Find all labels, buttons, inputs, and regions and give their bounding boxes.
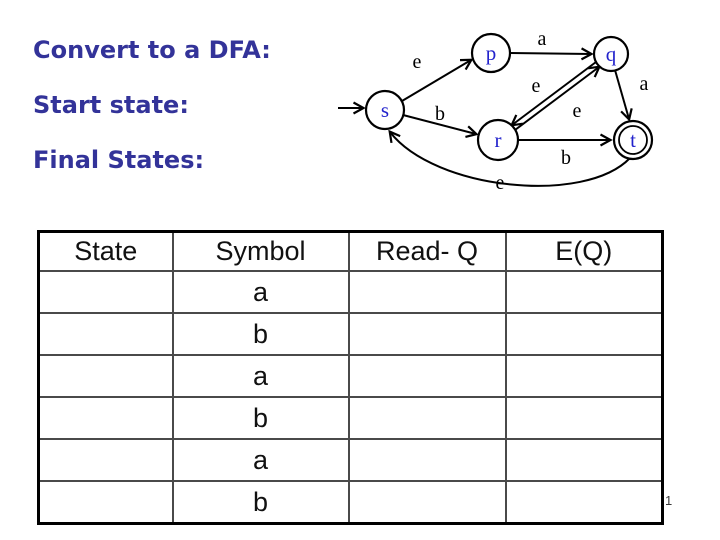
table-row: a [37, 438, 664, 482]
table-row: a [37, 354, 664, 398]
edge-label-r-t: b [561, 147, 571, 169]
header-state: State [37, 230, 174, 272]
edge-q-r [509, 61, 597, 127]
edge-label-q-t: a [640, 73, 649, 95]
cell-e-q [504, 312, 664, 356]
cell-state [37, 438, 174, 482]
page-number: 1 [665, 493, 673, 508]
cell-e-q [504, 270, 664, 314]
table-header-row: State Symbol Read- Q E(Q) [37, 230, 664, 272]
edge-s-r [402, 114, 479, 138]
cell-symbol: b [171, 480, 350, 525]
table-row: b [37, 396, 664, 440]
header-symbol: Symbol [171, 230, 350, 272]
cell-e-q [504, 396, 664, 440]
cell-state [37, 354, 174, 398]
cell-state [37, 312, 174, 356]
edge-r-q [514, 65, 602, 131]
edge-label-s-p: e [413, 51, 422, 73]
state-label-r: r [495, 128, 502, 152]
title-line-start-state: Start state: [33, 91, 189, 119]
cell-state [37, 270, 174, 314]
state-circle-s [364, 89, 406, 131]
edge-label-p-q: a [538, 28, 547, 50]
state-label-q: q [606, 42, 617, 66]
state-label-p: p [486, 41, 497, 65]
edge-t-s-curve [388, 129, 631, 187]
edge-label-s-r: b [435, 103, 445, 125]
title-block: Convert to a DFA: Start state: Final Sta… [33, 36, 271, 201]
cell-symbol: b [171, 396, 350, 440]
table-row: a [37, 270, 664, 314]
cell-read-q [347, 396, 507, 440]
header-e-q: E(Q) [504, 230, 664, 272]
cell-symbol: a [171, 438, 350, 482]
nfa-diagram: s p q r t e a e e a b b e [338, 28, 654, 194]
cell-read-q [347, 438, 507, 482]
edge-s-p [401, 58, 474, 102]
edge-q-t [614, 69, 633, 122]
edge-label-q-r: e [532, 75, 541, 97]
cell-e-q [504, 438, 664, 482]
title-line-final-states: Final States: [33, 146, 205, 174]
cell-symbol: a [171, 270, 350, 314]
state-circle-r [476, 118, 520, 162]
cell-e-q [504, 480, 664, 525]
cell-state [37, 480, 174, 525]
cell-e-q [504, 354, 664, 398]
transition-table: State Symbol Read- Q E(Q) a b [37, 230, 664, 525]
table-row: b [37, 312, 664, 356]
edge-label-r-q: e [573, 100, 582, 122]
state-circle-q [592, 35, 630, 73]
cell-read-q [347, 270, 507, 314]
transition-table-wrap: State Symbol Read- Q E(Q) a b [37, 230, 664, 525]
state-label-t: t [630, 128, 636, 152]
state-label-s: s [381, 98, 389, 122]
cell-read-q [347, 480, 507, 525]
cell-read-q [347, 354, 507, 398]
cell-state [37, 396, 174, 440]
title-line-convert: Convert to a DFA: [33, 36, 271, 64]
header-read-q: Read- Q [347, 230, 507, 272]
edge-p-q [509, 47, 594, 61]
cell-symbol: a [171, 354, 350, 398]
cell-symbol: b [171, 312, 350, 356]
table-row: b [37, 480, 664, 525]
cell-read-q [347, 312, 507, 356]
state-circle-p [470, 32, 512, 74]
state-circle-t-inner [618, 125, 648, 155]
edge-label-t-s: e [496, 172, 505, 194]
